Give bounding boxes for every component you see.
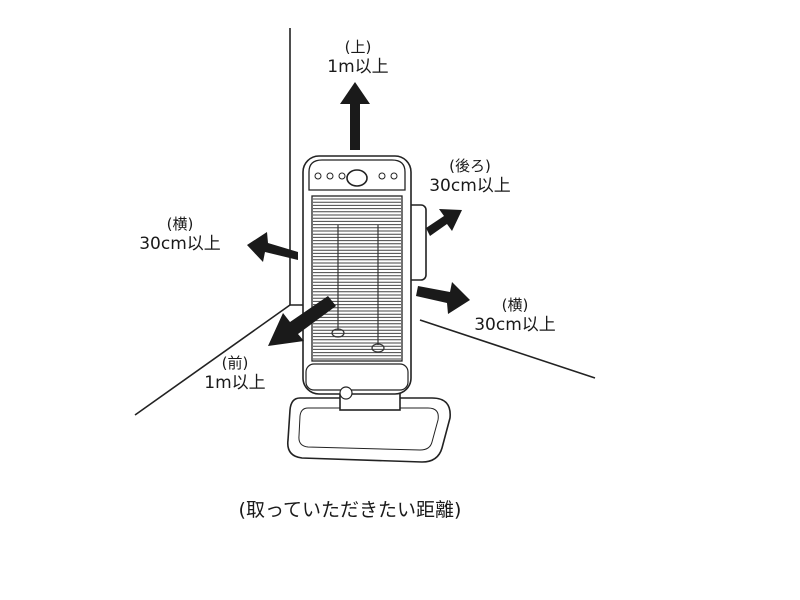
floor-right-line <box>419 319 596 379</box>
heater-base <box>286 397 451 463</box>
room-corner <box>134 28 596 416</box>
label-right-direction: (横) <box>501 296 529 314</box>
label-right-distance: 30cm以上 <box>474 314 556 335</box>
arrow-left <box>247 232 298 262</box>
label-left-direction: (横) <box>166 215 194 233</box>
label-right: (横) 30cm以上 <box>450 296 580 336</box>
label-top-direction: (上) <box>344 38 372 56</box>
arrow-right <box>416 282 470 314</box>
caption: (取っていただきたい距離) <box>238 499 462 521</box>
heater <box>286 155 451 463</box>
label-front-distance: 1m以上 <box>204 372 266 393</box>
heater-grille-frame <box>311 195 403 362</box>
label-front-direction: (前) <box>221 354 249 372</box>
label-top-distance: 1m以上 <box>327 56 389 77</box>
label-left-distance: 30cm以上 <box>139 233 221 254</box>
label-left: (横) 30cm以上 <box>115 215 245 255</box>
heater-buttons <box>314 172 398 180</box>
label-back-direction: (後ろ) <box>449 157 491 175</box>
floor-left-line <box>134 304 291 416</box>
heater-base-inner <box>298 407 439 451</box>
heater-lower-band <box>305 363 409 391</box>
label-front: (前) 1m以上 <box>180 354 290 394</box>
label-top: (上) 1m以上 <box>303 38 413 78</box>
arrow-back <box>426 209 462 236</box>
clearance-arrows <box>247 82 470 346</box>
arrow-front <box>268 296 336 346</box>
label-back: (後ろ) 30cm以上 <box>405 157 535 197</box>
heater-body <box>302 155 412 395</box>
heater-grille <box>313 198 401 360</box>
heater-knob <box>346 169 368 187</box>
heater-element <box>331 225 385 353</box>
label-back-distance: 30cm以上 <box>429 175 511 196</box>
heater-front-dial <box>339 386 353 400</box>
arrow-up <box>340 82 370 150</box>
